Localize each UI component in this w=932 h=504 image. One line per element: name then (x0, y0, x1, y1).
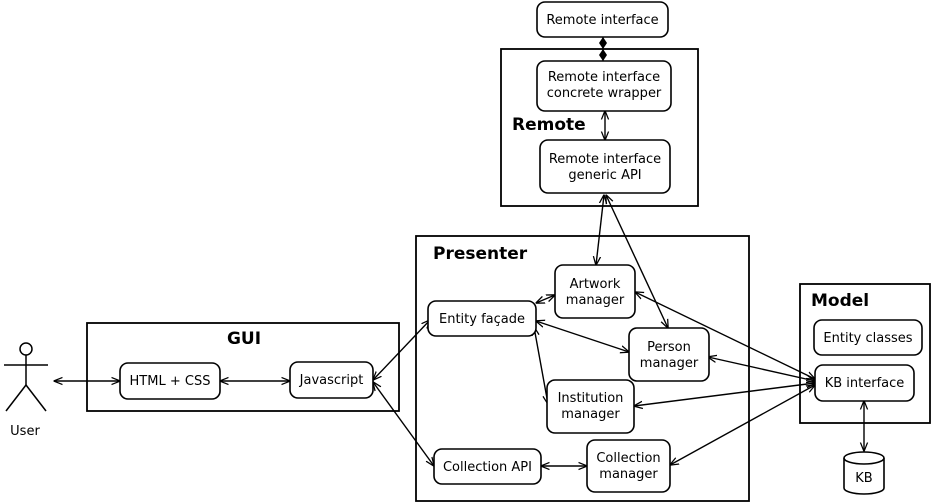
presenter-group-label: Presenter (433, 244, 528, 264)
edge-facade-artwork (536, 295, 555, 303)
edge-facade-institution (534, 327, 548, 404)
node-artwork-manager-label-2: manager (566, 293, 625, 308)
node-javascript-label: Javascript (299, 373, 364, 388)
user-actor-icon (4, 342, 48, 412)
edge-collection-manager-kb-interface (670, 385, 815, 465)
node-entity-facade-label: Entity façade (439, 312, 525, 327)
node-collection-api: Collection API (433, 448, 542, 485)
node-kb-label: KB (855, 471, 872, 486)
node-kb-interface-label: KB interface (825, 376, 905, 391)
edges (54, 37, 864, 466)
node-remote-wrapper: Remote interface concrete wrapper (536, 60, 672, 112)
node-kb-interface: KB interface (814, 364, 915, 402)
node-artwork-manager: Artwork manager (554, 264, 636, 319)
node-entity-classes-label: Entity classes (823, 331, 912, 346)
node-person-manager: Person manager (628, 327, 710, 382)
node-collection-manager-label-2: manager (599, 467, 658, 482)
gui-group-label: GUI (227, 329, 261, 349)
node-remote-wrapper-label-1: Remote interface (548, 70, 660, 85)
node-remote-interface-label: Remote interface (546, 13, 658, 28)
edge-javascript-collection-api (373, 382, 434, 466)
node-remote-generic-api: Remote interface generic API (539, 139, 671, 194)
node-institution-manager-label-2: manager (561, 407, 620, 422)
node-html-css-label: HTML + CSS (130, 374, 211, 389)
edge-facade-person (536, 321, 629, 352)
node-html-css: HTML + CSS (119, 362, 221, 400)
kb-database-icon: KB (843, 451, 885, 495)
edge-generic-api-artwork (596, 195, 604, 265)
node-person-manager-label-2: manager (640, 356, 699, 371)
node-institution-manager: Institution manager (546, 379, 635, 434)
model-group-label: Model (811, 291, 869, 311)
node-institution-manager-label-1: Institution (558, 391, 624, 406)
node-person-manager-label-1: Person (647, 340, 691, 355)
user-actor-label: User (10, 424, 40, 439)
edge-javascript-facade (373, 320, 430, 380)
node-remote-wrapper-label-2: concrete wrapper (547, 86, 662, 101)
edge-person-kb-interface (708, 357, 815, 381)
remote-group-label: Remote (512, 115, 586, 135)
node-collection-api-label: Collection API (443, 460, 532, 475)
node-remote-generic-api-label-2: generic API (568, 168, 641, 183)
node-entity-classes: Entity classes (813, 319, 923, 356)
node-entity-facade: Entity façade (427, 300, 537, 337)
node-collection-manager: Collection manager (586, 439, 671, 493)
node-remote-interface: Remote interface (536, 1, 669, 38)
node-artwork-manager-label-1: Artwork (570, 277, 621, 292)
node-remote-generic-api-label-1: Remote interface (549, 152, 661, 167)
node-collection-manager-label-1: Collection (596, 451, 660, 466)
node-javascript: Javascript (289, 361, 374, 399)
